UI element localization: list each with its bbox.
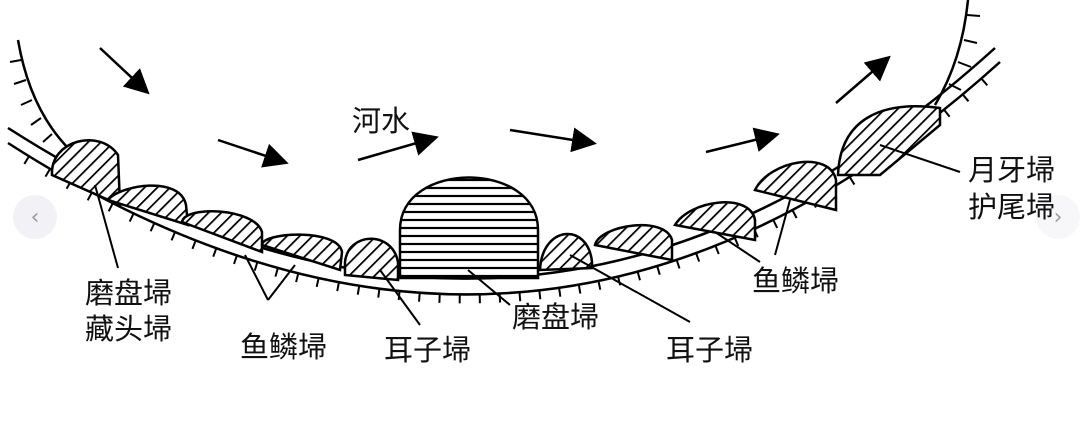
bank-tick [772,219,779,229]
flow-arrow [705,127,780,154]
block-fish-6 [753,160,838,212]
bank-tick [656,265,661,275]
bank-tick [128,212,135,222]
bank-tick [170,231,176,241]
label-mill-left: 磨盘埽 [85,276,173,310]
block-mill-center [398,176,540,280]
bank-tick [980,77,989,86]
label-tail-guard: 护尾埽 [968,190,1056,224]
bank-tick [253,261,259,271]
bank-tick [714,245,720,255]
label-crescent: 月牙埽 [968,153,1056,187]
leader-lines [94,144,961,326]
bank-tick [336,282,340,292]
block-fish-1 [105,184,190,227]
bank-tick [107,202,114,212]
bank-tick [943,109,951,118]
river-label: 河水 [352,104,411,138]
bank-tick [86,191,93,201]
label-hidden-head: 藏头埽 [85,312,173,346]
bank-tick [233,255,238,265]
bank-tick [538,290,542,300]
bank-tick [191,240,197,250]
right-upper-bank [933,0,970,106]
block-ear-right [538,232,594,272]
bank-tick [149,222,156,232]
bank-tick [961,93,970,102]
bank-tick [315,277,320,288]
bank-tick [295,273,300,283]
bank-tick [675,259,681,269]
block-fish-4 [593,224,674,262]
bank-tick [356,285,361,295]
bank-tick [212,247,218,258]
block-fish-3 [260,233,344,272]
bank-tick [558,287,562,297]
bank-tick [518,292,522,302]
flow-arrow [357,131,439,162]
bank-tick [418,292,421,302]
block-crescent [836,105,942,177]
label-ear-left: 耳子埽 [384,333,472,367]
bank-tick [791,209,798,219]
label-fish-left: 鱼鳞埽 [240,330,328,364]
flow-arrow [99,47,150,95]
bank-tick [577,284,582,294]
flow-arrows [99,47,891,168]
label-fish-right: 鱼鳞埽 [752,264,840,298]
bank-tick [695,252,701,262]
next-image-button[interactable]: › [1036,195,1080,239]
bank-tick [733,237,740,247]
block-fish-2 [180,210,264,254]
flow-arrow [835,55,891,104]
bank-tick [23,155,30,165]
label-mill-center: 磨盘埽 [512,300,600,334]
flow-arrow [217,138,289,168]
block-fish-5 [673,201,757,242]
bank-tick [274,267,279,277]
left-upper-bank [16,39,71,151]
flow-arrow [509,127,597,153]
block-mill-left [50,139,122,207]
prev-image-button[interactable]: ‹ [13,195,57,239]
bank-tick [636,271,641,281]
label-ear-right: 耳子埽 [666,333,754,367]
left-bank-ticks [9,59,53,143]
bank-tick [44,168,51,178]
bank-tick [377,288,381,298]
sao-blocks [50,105,942,282]
bank-tick [597,280,602,290]
block-ear-left [343,237,400,282]
bank-tick [848,176,856,186]
